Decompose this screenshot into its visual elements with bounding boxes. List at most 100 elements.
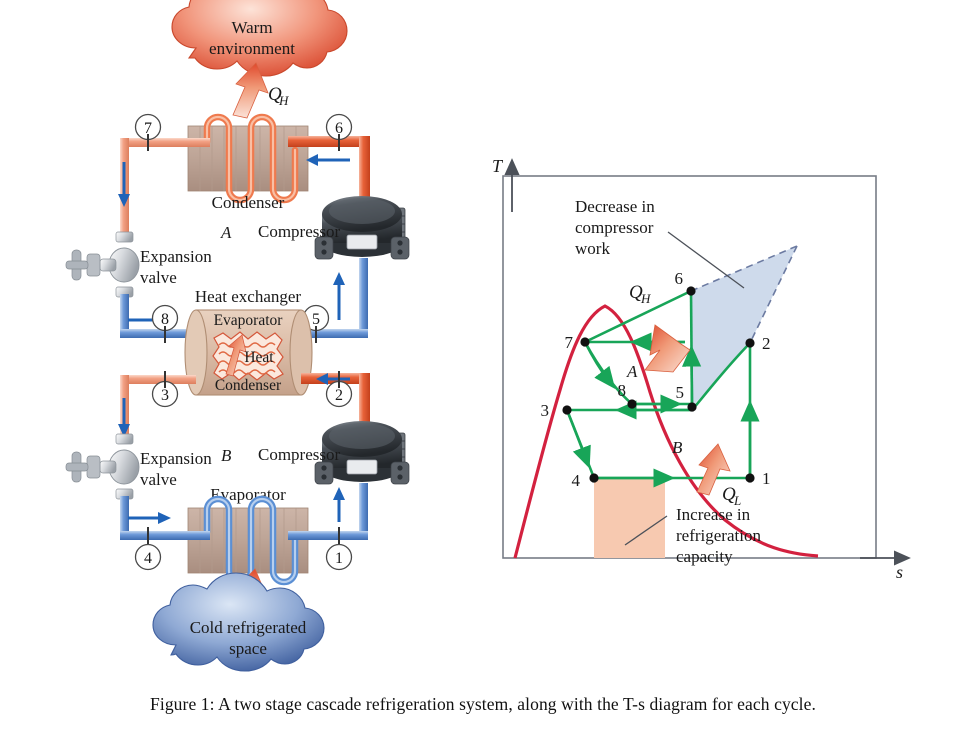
pipe-5-vertical <box>359 258 368 333</box>
state-label-1: 1 <box>335 550 343 567</box>
ts-diagram: T s <box>492 156 911 582</box>
cycle-b-label-schematic: B <box>221 446 232 465</box>
pipe-5-horizontal <box>300 329 368 338</box>
state-marker-8: 8 <box>151 304 179 343</box>
pipe-8-horizontal <box>120 329 186 338</box>
ts-qh-sublabel: H <box>640 291 651 306</box>
heat-exchanger: Heat exchanger Evaporator Heat Condenser <box>184 287 313 396</box>
ts-point-6 <box>686 286 696 296</box>
compressor-unit-a: Compressor A <box>220 196 410 260</box>
cold-cloud-line1: Cold refrigerated <box>190 618 307 637</box>
pipe-3-horizontal <box>120 375 196 384</box>
cold-refrigerated-space-cloud: Cold refrigerated space <box>152 572 325 672</box>
ts-qh-label: Q <box>629 282 643 303</box>
saturation-dome-curve <box>513 304 819 559</box>
s-axis-label: s <box>896 562 903 582</box>
pipe-2-vertical <box>359 373 370 445</box>
ts-label-7: 7 <box>565 333 574 352</box>
expansion-valve-b-line2: valve <box>140 470 177 489</box>
pipe-7-horizontal <box>120 138 215 147</box>
warm-cloud-line2: environment <box>209 39 295 58</box>
annotation-refrigeration-capacity: Increase in refrigeration capacity <box>624 505 761 566</box>
compressor-b-label: Compressor <box>258 445 341 464</box>
warm-environment-cloud: Warm environment <box>171 0 348 77</box>
compressor-unit-b: Compressor B <box>221 421 410 485</box>
hx-condenser-label: Condenser <box>215 377 282 394</box>
shaded-refrigeration-capacity-region <box>594 478 665 558</box>
flow-arrow-5 <box>333 272 345 320</box>
expansion-valve-b-line1: Expansion <box>140 449 212 468</box>
annot-rc-line3: capacity <box>676 547 733 566</box>
hx-evaporator-label: Evaporator <box>214 312 284 329</box>
state-label-5: 5 <box>312 311 320 328</box>
cycle-a-label-schematic: A <box>220 223 232 242</box>
ts-label-6: 6 <box>675 269 684 288</box>
warm-cloud-line1: Warm <box>231 18 272 37</box>
figure-image: Warm environment Q H <box>65 0 911 672</box>
state-marker-4: 4 <box>134 527 162 571</box>
cold-cloud-line2: space <box>229 639 267 658</box>
state-point-dots <box>562 286 755 483</box>
flow-arrow-4 <box>128 512 171 524</box>
expansion-valve-a-line1: Expansion <box>140 247 212 266</box>
state-marker-3: 3 <box>151 371 179 408</box>
flow-arrow-6 <box>306 154 350 166</box>
heat-exchanger-label: Heat exchanger <box>195 287 302 306</box>
ts-point-4 <box>589 473 599 483</box>
annot-rc-line2: refrigeration <box>676 526 761 545</box>
pipe-6-horizontal <box>292 136 370 147</box>
plot-frame <box>502 175 877 559</box>
expansion-valve-a: Expansion valve <box>65 231 212 298</box>
annot-rc-line1: Increase in <box>676 505 751 524</box>
state-label-6: 6 <box>335 120 343 137</box>
state-marker-6: 6 <box>325 113 353 151</box>
evaporator-unit-bottom: Evaporator <box>186 485 310 586</box>
annot-cw-line2: compressor <box>575 218 654 237</box>
pipe-4-horizontal <box>120 531 192 540</box>
annotation-compressor-work: Decrease in compressor work <box>575 197 745 289</box>
pipe-1-vertical <box>359 483 368 540</box>
pipe-4-vertical <box>120 496 129 539</box>
state-label-2: 2 <box>335 387 343 404</box>
ts-qh-arrow: Q H <box>629 282 691 373</box>
ts-label-3: 3 <box>541 401 550 420</box>
expansion-valve-a-line2: valve <box>140 268 177 287</box>
state-marker-2: 2 <box>325 371 353 408</box>
ts-label-2: 2 <box>762 334 771 353</box>
qh-label-top: Q <box>268 84 282 105</box>
ts-label-8: 8 <box>618 381 627 400</box>
hx-heat-label: Heat <box>244 349 274 366</box>
condenser-label: Condenser <box>212 193 285 212</box>
ts-point-3 <box>562 405 572 415</box>
annot-cw-line1: Decrease in <box>575 197 655 216</box>
ts-point-1 <box>745 473 755 483</box>
ts-point-5 <box>687 402 697 412</box>
ts-point-2 <box>745 338 755 348</box>
annot-cw-line3: work <box>575 239 610 258</box>
ts-ql-sublabel: L <box>733 493 741 508</box>
pipe-6-vertical <box>359 136 370 220</box>
ts-ql-arrow: Q L <box>696 443 741 508</box>
qh-heat-arrow-top: Q H <box>232 62 289 119</box>
flow-arrow-3 <box>118 398 130 437</box>
t-axis-label: T <box>492 156 504 176</box>
flow-arrow-1 <box>333 487 345 522</box>
ts-cycle-b-label: B <box>672 438 683 457</box>
cycle-b-path <box>565 342 760 488</box>
ts-label-4: 4 <box>572 471 581 490</box>
schematic-diagram: Warm environment Q H <box>65 0 410 672</box>
shaded-compressor-work-region <box>691 246 797 407</box>
ts-label-1: 1 <box>762 469 771 488</box>
ts-point-8 <box>627 399 637 409</box>
annot-cw-leader-line <box>667 231 745 289</box>
compressor-a-label: Compressor <box>258 222 341 241</box>
qh-sublabel-top: H <box>278 93 289 108</box>
flow-arrow-7 <box>118 162 130 207</box>
ts-point-7 <box>580 337 590 347</box>
state-label-8: 8 <box>161 311 169 328</box>
ts-ql-label: Q <box>722 484 736 505</box>
annot-rc-leader-line <box>624 515 668 546</box>
ts-label-5: 5 <box>676 383 685 402</box>
figure-caption: Figure 1: A two stage cascade refrigerat… <box>150 694 816 714</box>
